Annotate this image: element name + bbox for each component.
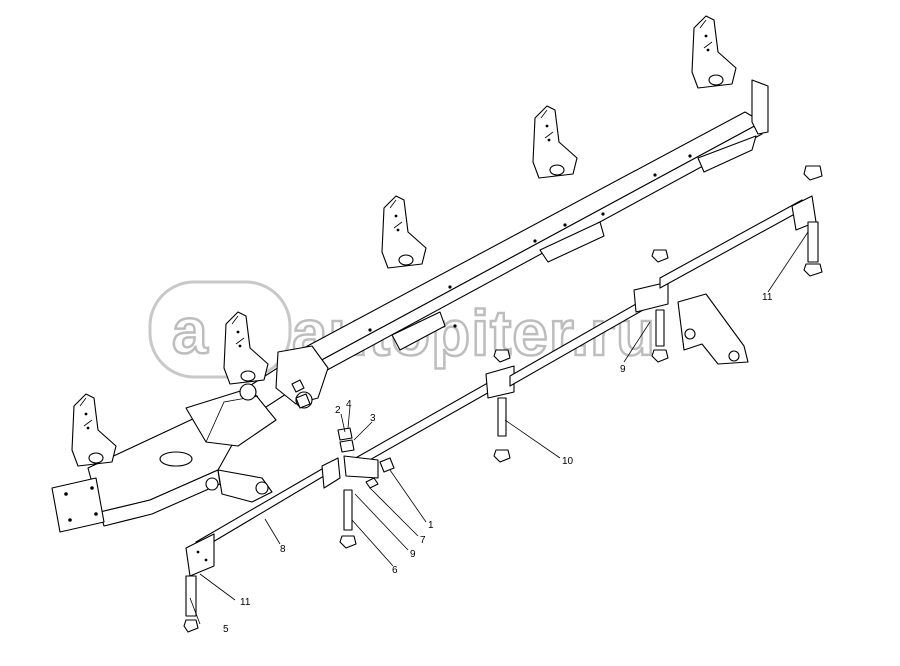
linkage-bar-8 [185, 457, 341, 577]
callout-1: 1 [428, 520, 434, 531]
callout-9-lower: 9 [410, 549, 416, 560]
watermark-logo-frame [148, 280, 292, 379]
callout-6: 6 [392, 565, 398, 576]
callout-11-right: 11 [762, 292, 773, 303]
callout-4: 4 [346, 399, 352, 410]
small-bolts-upper [291, 379, 311, 409]
watermark-logo-letter: a [172, 295, 209, 367]
callout-leaders [189, 231, 809, 625]
callout-2: 2 [335, 405, 341, 416]
shank-bracket-4 [532, 105, 578, 179]
callout-10: 10 [562, 456, 574, 467]
pin-10 [493, 349, 511, 463]
bolt-1-and-nuts [337, 427, 395, 489]
shank-bracket-3 [381, 195, 427, 269]
linkage-bar-upper [509, 281, 669, 387]
pin-11-right [803, 165, 823, 277]
front-carrier-chassis [51, 345, 329, 533]
shank-bracket-2 [223, 311, 269, 385]
callout-9-upper: 9 [620, 364, 626, 375]
callout-3: 3 [370, 413, 376, 424]
pin-6 [339, 489, 357, 549]
detached-link-plate [677, 293, 749, 365]
beam-holes [368, 154, 692, 332]
callout-5: 5 [223, 624, 229, 635]
shank-bracket-5 [691, 15, 737, 89]
callout-7: 7 [420, 535, 426, 546]
pin-11-left [183, 575, 199, 633]
linkage-bar-middle [343, 365, 515, 479]
shank-bracket-1 [71, 393, 117, 467]
callout-11-left: 11 [240, 597, 251, 608]
main-frame-beam [299, 79, 769, 376]
linkage-bar-right [659, 195, 817, 289]
pin-9-middle [651, 249, 669, 363]
callout-labels: 2 4 3 1 7 9 6 8 11 5 10 9 11 [223, 292, 773, 635]
callout-8: 8 [280, 544, 286, 555]
